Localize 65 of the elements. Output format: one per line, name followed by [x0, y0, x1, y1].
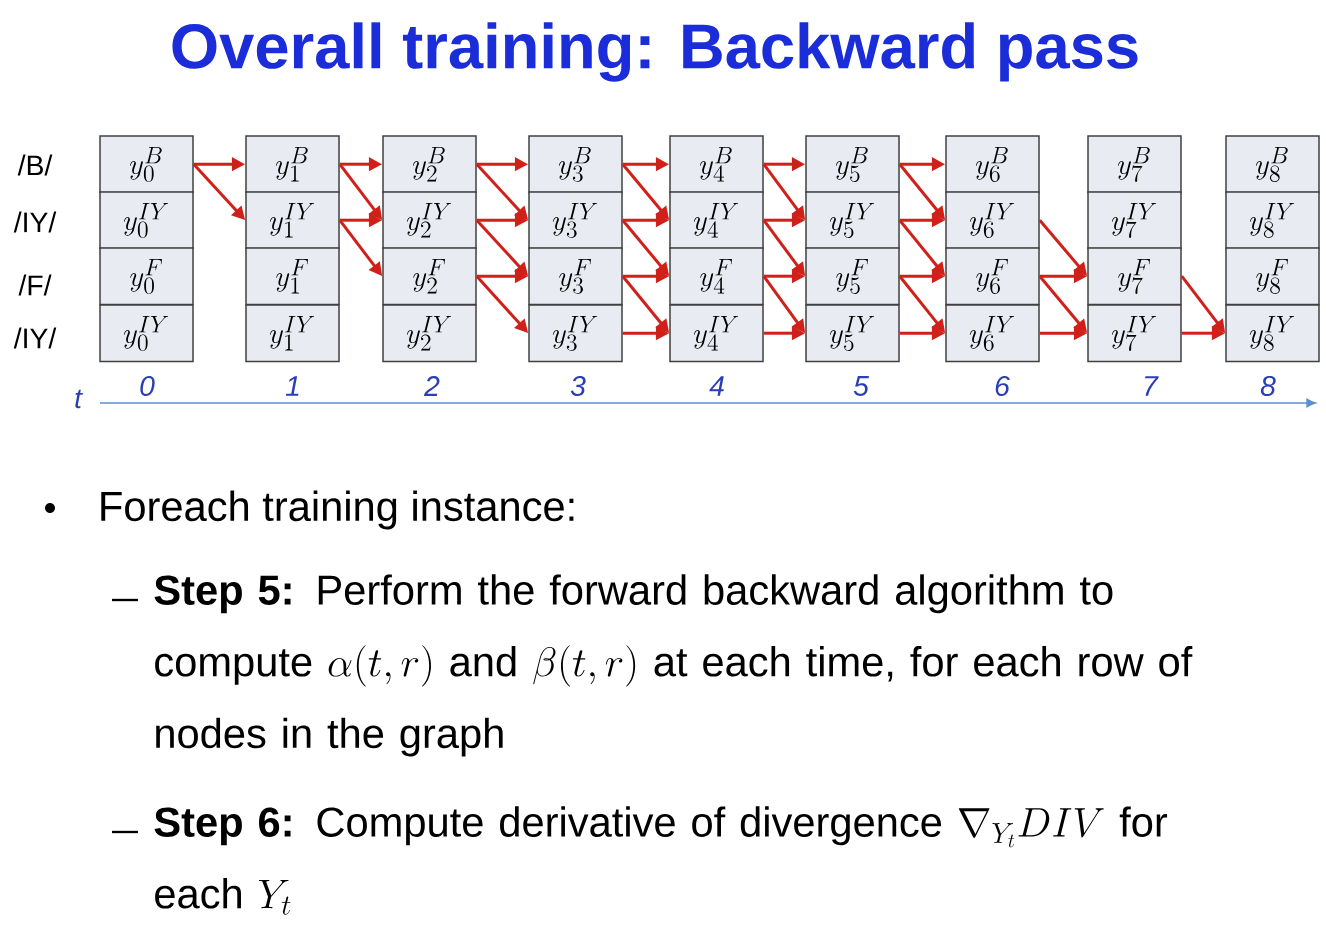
graph-cell: $y_{6}^{F}$	[945, 247, 1040, 306]
label: Step 6: Compute derivative of divergence	[154, 806, 942, 846]
time-label: 1	[285, 376, 299, 396]
graph-cell: $y_{1}^{IY}$	[245, 304, 340, 363]
graph-cell: $y_{7}^{B}$	[1087, 135, 1182, 194]
label: $Y_t$	[258, 879, 291, 915]
step-text: Step 6: Compute derivative of divergence $\nabla_{Y_t}DIV$ for each $Y_t$	[154, 806, 1168, 915]
label: nodes in the graph	[156, 717, 503, 757]
graph-cell: $y_{6}^{B}$	[945, 135, 1040, 194]
graph-cell: $y_{2}^{B}$	[382, 135, 477, 194]
graph-cell: $y_{5}^{B}$	[805, 135, 900, 194]
graph-cell: $y_{7}^{IY}$	[1087, 191, 1182, 250]
label: Step 5: Perform the forward backward algorithm to	[154, 574, 1113, 614]
time-label: 6	[995, 375, 1010, 397]
graph-cell: $y_{0}^{IY}$	[99, 304, 194, 363]
label: $\nabla_{Y_t}DIV$	[958, 808, 1104, 848]
graph-cell: $y_{0}^{F}$	[99, 247, 194, 306]
row-label: /F/	[18, 274, 52, 296]
graph-cell: $y_{2}^{F}$	[382, 247, 477, 306]
graph-cell: $y_{4}^{IY}$	[669, 304, 764, 363]
time-label: 4	[709, 376, 724, 396]
graph-cell: $y_{3}^{B}$	[528, 135, 623, 194]
graph-cell: $y_{8}^{IY}$	[1225, 191, 1320, 250]
title: Overall training: Backward pass	[172, 22, 1138, 82]
bullet-text: Foreach training instance:	[101, 490, 574, 530]
graph-cell: $y_{5}^{IY}$	[805, 304, 900, 363]
graph-cell: $y_{0}^{B}$	[99, 135, 194, 194]
graph-cell: $y_{0}^{IY}$	[99, 191, 194, 250]
label: each	[155, 877, 241, 909]
graph-cell: $y_{3}^{IY}$	[528, 304, 623, 363]
time-label: 0	[140, 375, 155, 397]
graph-cell: $y_{6}^{IY}$	[945, 191, 1040, 250]
graph-cell: $y_{2}^{IY}$	[382, 304, 477, 363]
label: at each time, for each row of	[654, 646, 1193, 682]
label: compute	[155, 649, 312, 685]
graph-cell: $y_{3}^{F}$	[528, 247, 623, 306]
graph-cell: $y_{1}^{IY}$	[245, 191, 340, 250]
time-label: 3	[570, 375, 586, 397]
graph-cell: $y_{7}^{F}$	[1087, 247, 1182, 306]
time-label: 5	[853, 376, 869, 396]
axis-label: t	[75, 389, 83, 409]
graph-cell: $y_{4}^{IY}$	[669, 191, 764, 250]
graph-cell: $y_{4}^{B}$	[669, 135, 764, 194]
label: for	[1119, 806, 1168, 837]
graph-cell: $y_{1}^{B}$	[245, 135, 340, 194]
graph-cell: $y_{2}^{IY}$	[382, 191, 477, 250]
label: $\alpha(t,r)$	[328, 645, 431, 687]
row-label: /IY/	[13, 211, 57, 233]
label: $\beta(t,r)$	[533, 645, 636, 687]
graph-cell: $y_{1}^{F}$	[245, 247, 340, 306]
row-label: /IY/	[13, 327, 57, 349]
graph-cell: $y_{5}^{IY}$	[805, 191, 900, 250]
graph-cell: $y_{4}^{F}$	[669, 247, 764, 306]
label: and	[450, 646, 516, 677]
graph-cell: $y_{8}^{B}$	[1225, 135, 1320, 194]
graph-cell: $y_{3}^{IY}$	[528, 191, 623, 250]
graph-cell: $y_{6}^{IY}$	[945, 304, 1040, 363]
row-label: /B/	[17, 154, 53, 176]
time-label: 2	[423, 376, 440, 396]
time-label: 8	[1260, 376, 1276, 397]
graph-cell: $y_{8}^{F}$	[1225, 247, 1320, 306]
time-label: 7	[1145, 376, 1159, 396]
graph-cell: $y_{8}^{IY}$	[1225, 304, 1320, 363]
graph-cell: $y_{5}^{F}$	[805, 247, 900, 306]
graph-cell: $y_{7}^{IY}$	[1087, 304, 1182, 363]
